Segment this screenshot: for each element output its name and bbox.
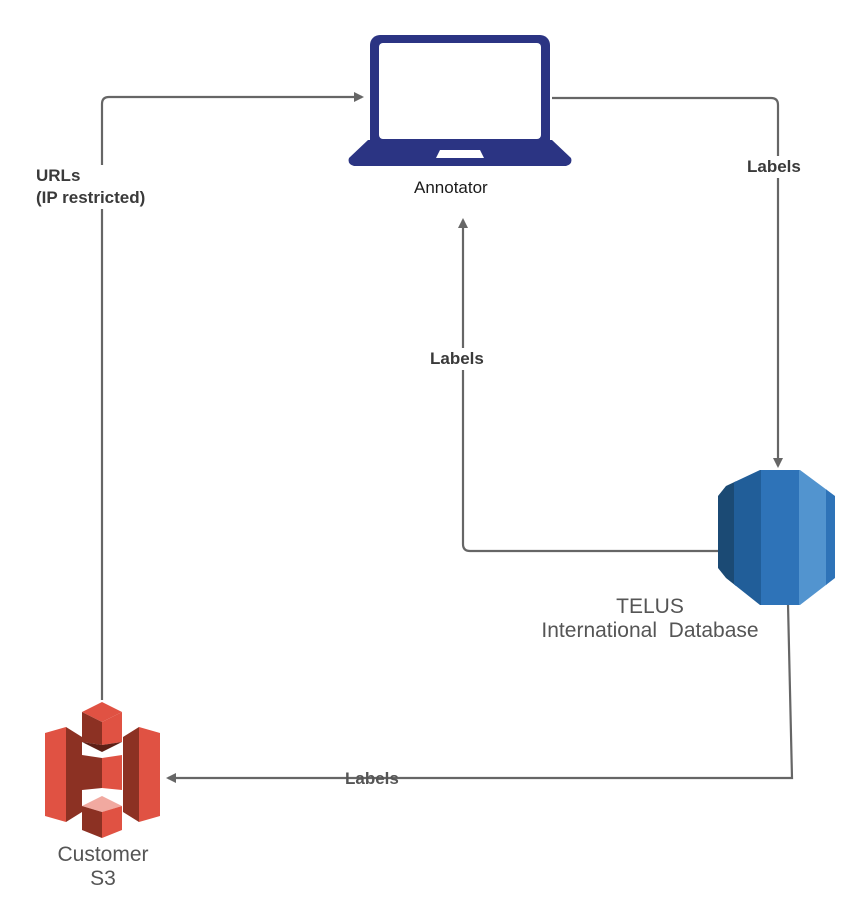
edge-label-urls-line1: URLs — [36, 166, 81, 185]
edge-database-to-s3 — [166, 603, 794, 783]
node-label-database: TELUS International Database — [520, 595, 780, 643]
edge-label-annotator-to-database: Labels — [746, 156, 802, 178]
node-label-database-line2: International Database — [541, 619, 759, 642]
node-label-database-line1: TELUS — [616, 595, 684, 618]
edge-database-to-annotator — [458, 218, 718, 553]
aws-s3-bucket-icon — [45, 702, 160, 838]
edge-s3-to-annotator — [100, 92, 364, 700]
edge-annotator-to-database — [552, 96, 783, 468]
node-label-annotator: Annotator — [414, 178, 488, 197]
edge-label-urls: URLs (IP restricted) — [36, 165, 146, 209]
database-icon — [718, 470, 835, 605]
edge-label-urls-line2: (IP restricted) — [36, 188, 146, 207]
edge-label-database-to-s3: Labels — [345, 769, 399, 788]
edge-label-database-to-annotator: Labels — [429, 348, 485, 370]
node-label-s3: Customer S3 — [38, 843, 168, 891]
node-label-s3-line2: S3 — [90, 867, 116, 890]
laptop-icon — [348, 35, 572, 166]
node-label-s3-line1: Customer — [57, 843, 149, 866]
